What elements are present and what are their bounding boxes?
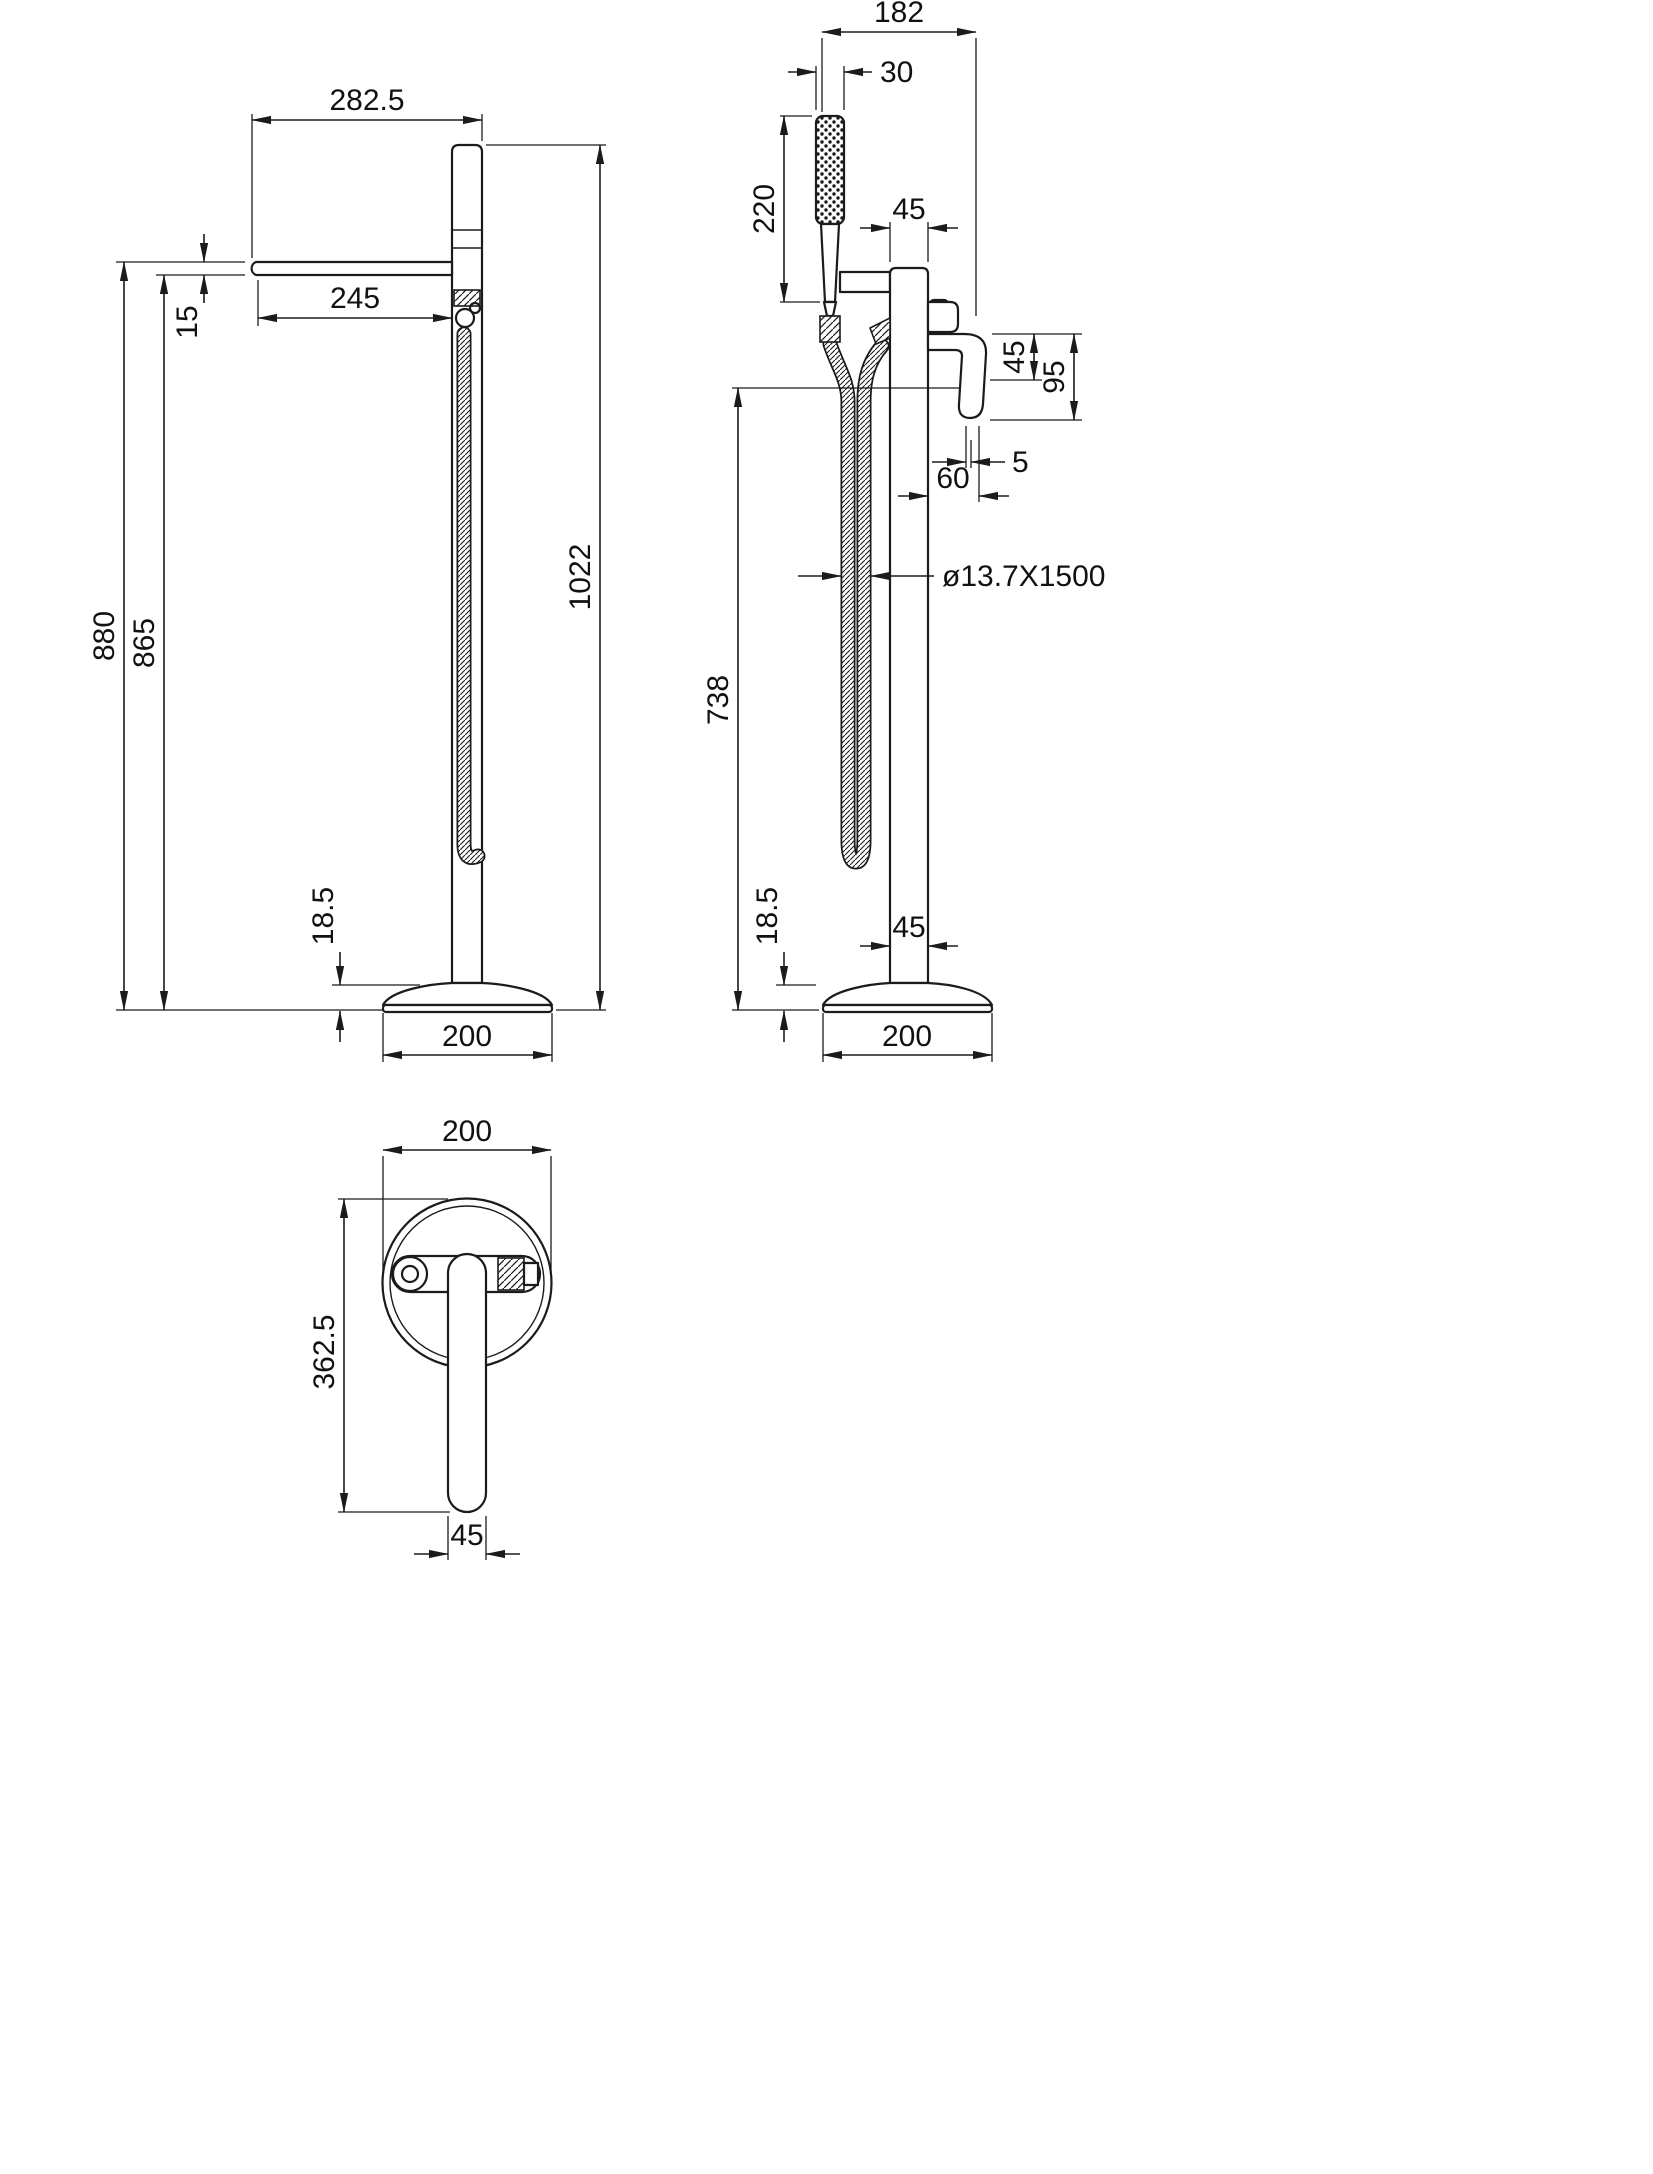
dim-front-height-spout-top: 880 xyxy=(88,611,121,661)
plan-view: 200 362.5 45 xyxy=(308,1115,553,1560)
front-view-dimensions: 282.5 245 15 880 865 1022 18.5 200 xyxy=(88,84,606,1062)
side-view-geometry xyxy=(814,114,994,1014)
plan-spout-ring-outer xyxy=(391,1255,429,1293)
side-lever-handle xyxy=(926,332,988,420)
side-hose-nut-column xyxy=(868,316,891,346)
front-base-plate xyxy=(381,1003,554,1014)
side-base-dome xyxy=(821,981,994,1007)
dim-front-overall-height: 1022 xyxy=(564,544,597,611)
side-holder-bracket xyxy=(838,270,892,294)
side-handset-handle xyxy=(819,222,841,304)
side-hose-outline xyxy=(822,336,890,870)
dim-side-hose-spec: ø13.7X1500 xyxy=(942,560,1105,593)
dim-front-base-thickness: 18.5 xyxy=(307,887,340,945)
front-spout xyxy=(250,260,454,277)
dim-side-lever-clearance: 5 xyxy=(1012,446,1029,479)
plan-view-geometry xyxy=(381,1197,553,1514)
dim-side-lever-offset: 45 xyxy=(998,340,1031,373)
side-handset-cone xyxy=(822,300,838,318)
side-view-dimensions: 182 30 220 45 45 95 5 60 ø13.7X1500 738 … xyxy=(702,0,1105,1062)
dim-side-base-thickness: 18.5 xyxy=(751,887,784,945)
front-hose xyxy=(458,328,484,864)
dim-plan-handle-reach: 362.5 xyxy=(308,1314,341,1389)
side-valve-body xyxy=(926,300,960,334)
side-base-plate xyxy=(821,1003,994,1014)
plan-cartridge-cap xyxy=(522,1261,540,1287)
dim-front-top-width: 282.5 xyxy=(329,84,404,117)
side-handset-head xyxy=(814,114,846,226)
plan-cartridge xyxy=(497,1257,525,1291)
dim-front-spout-thickness: 15 xyxy=(171,305,204,338)
side-view: 182 30 220 45 45 95 5 60 ø13.7X1500 738 … xyxy=(702,0,1105,1062)
dim-side-base-diameter: 200 xyxy=(882,1020,932,1053)
dim-side-overall-width: 182 xyxy=(874,0,924,29)
front-hose-nut xyxy=(453,289,481,307)
side-hose-nut-handset xyxy=(819,315,841,343)
plan-spout-ring-inner xyxy=(400,1264,420,1284)
plan-view-dimensions: 200 362.5 45 xyxy=(308,1115,552,1560)
dim-side-handset-length: 220 xyxy=(748,184,781,234)
dim-front-spout-length: 245 xyxy=(330,282,380,315)
front-view: 282.5 245 15 880 865 1022 18.5 200 xyxy=(88,84,606,1062)
dim-side-lever-height: 95 xyxy=(1038,360,1071,393)
dim-front-base-diameter: 200 xyxy=(442,1020,492,1053)
front-base-dome xyxy=(381,981,554,1007)
dim-side-column-width-bottom: 45 xyxy=(892,911,925,944)
dim-side-body-depth: 60 xyxy=(936,462,969,495)
side-hose xyxy=(824,338,888,868)
dim-plan-handle-width: 45 xyxy=(450,1519,483,1552)
front-hose-connector-inner xyxy=(468,301,482,315)
side-column xyxy=(888,266,930,985)
dim-plan-base-diameter: 200 xyxy=(442,1115,492,1148)
dim-front-height-spout-bottom: 865 xyxy=(128,618,161,668)
plan-lever-handle xyxy=(446,1252,488,1514)
dim-side-outlet-height: 738 xyxy=(702,675,735,725)
dim-side-handset-width: 30 xyxy=(880,56,913,89)
dim-side-column-width-top: 45 xyxy=(892,193,925,226)
front-view-geometry xyxy=(250,143,554,1014)
